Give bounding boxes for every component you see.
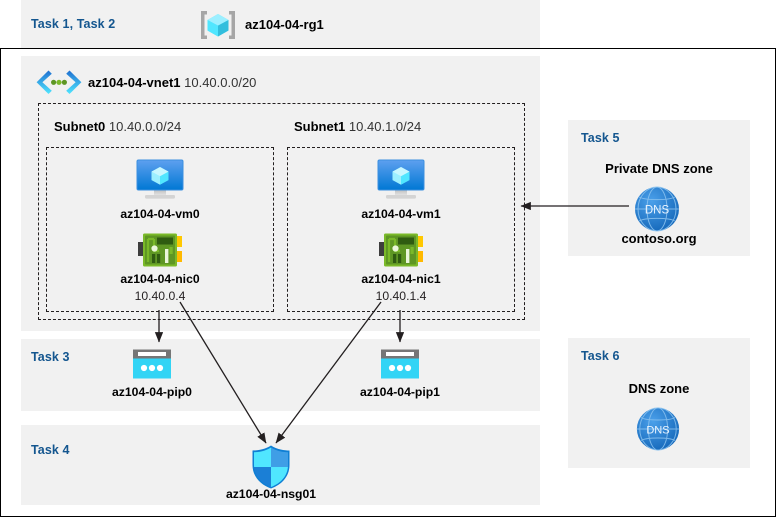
private-dns-zone-title: Private DNS zone	[605, 161, 713, 176]
vm1-label: az104-04-vm1	[361, 207, 441, 221]
subnet0-header: Subnet0 10.40.0.0/24	[54, 119, 181, 134]
task-4-label: Task 4	[31, 443, 70, 457]
public-ip-address-icon	[379, 348, 421, 381]
public-ip-address-icon	[131, 348, 173, 381]
network-interface-icon	[138, 231, 182, 269]
dns-globe-icon: DNS	[632, 184, 682, 234]
vnet-name: az104-04-vnet1	[88, 75, 181, 90]
resource-group-name: az104-04-rg1	[245, 17, 324, 32]
task-1-2-label: Task 1, Task 2	[31, 17, 116, 31]
network-security-group-shield-icon	[250, 444, 292, 490]
network-interface-icon	[379, 231, 423, 269]
vnet-header: az104-04-vnet1 10.40.0.0/20	[88, 75, 256, 90]
subnet1-boundary	[287, 147, 515, 312]
public-dns-zone-title: DNS zone	[628, 381, 690, 396]
nsg-label: az104-04-nsg01	[225, 487, 317, 501]
svg-text:DNS: DNS	[646, 424, 669, 436]
subnet0-name: Subnet0	[54, 119, 106, 134]
nic1-ip: 10.40.1.4	[375, 289, 427, 303]
task-6-label: Task 6	[581, 349, 620, 363]
resource-group-cube-icon	[198, 9, 238, 41]
nic0-ip: 10.40.0.4	[134, 289, 186, 303]
subnet1-name: Subnet1	[294, 119, 346, 134]
nic0-label: az104-04-nic0	[120, 272, 200, 286]
nic1-label: az104-04-nic1	[361, 272, 441, 286]
dns-globe-icon: DNS	[634, 405, 682, 453]
pip0-label: az104-04-pip0	[112, 385, 192, 399]
virtual-network-icon	[36, 68, 82, 96]
resource-group-header-panel	[21, 0, 540, 48]
task-3-label: Task 3	[31, 350, 70, 364]
private-dns-zone-name: contoso.org	[621, 231, 697, 246]
subnet0-cidr: 10.40.0.0/24	[108, 119, 182, 134]
vnet-panel	[21, 56, 540, 331]
virtual-machine-icon	[374, 157, 428, 203]
task-5-label: Task 5	[581, 131, 620, 145]
subnet0-boundary	[46, 147, 274, 312]
subnet1-cidr: 10.40.1.0/24	[348, 119, 422, 134]
resource-group-name-text: az104-04-rg1	[245, 17, 324, 32]
subnet1-header: Subnet1 10.40.1.0/24	[294, 119, 421, 134]
pip1-label: az104-04-pip1	[360, 385, 440, 399]
public-ip-panel	[21, 339, 540, 411]
virtual-machine-icon	[133, 157, 187, 203]
vnet-cidr: 10.40.0.0/20	[184, 75, 257, 90]
svg-text:DNS: DNS	[645, 205, 670, 217]
vm0-label: az104-04-vm0	[120, 207, 200, 221]
